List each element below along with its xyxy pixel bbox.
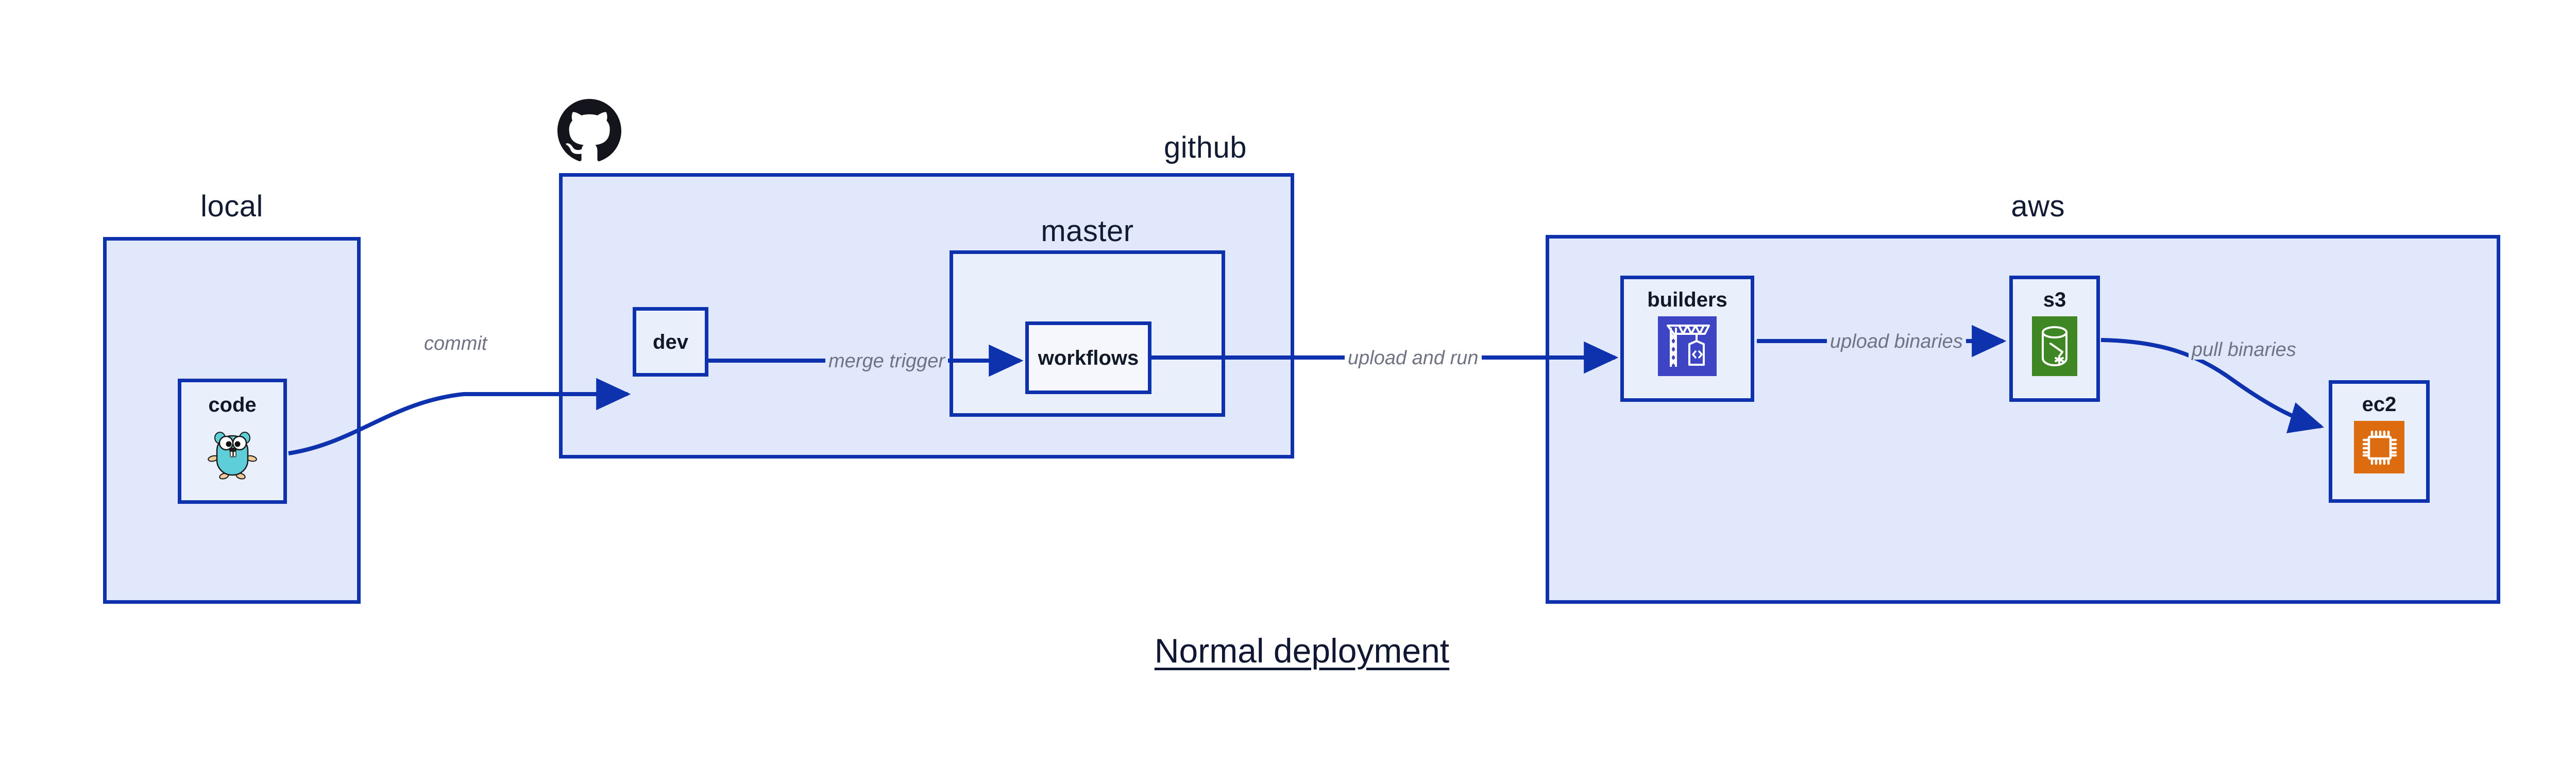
edge-label-commit: commit <box>421 334 490 353</box>
diagram-title: Normal deployment <box>1154 632 1450 670</box>
node-s3-label: s3 <box>2043 288 2066 311</box>
node-builders-label: builders <box>1647 288 1727 311</box>
aws-ec2-chip-icon <box>2354 421 2404 473</box>
node-ec2[interactable]: ec2 <box>2329 380 2430 503</box>
edge-label-merge-trigger: merge trigger <box>825 351 948 371</box>
aws-s3-bucket-icon <box>2032 316 2077 376</box>
node-code[interactable]: code <box>178 379 287 504</box>
node-dev[interactable]: dev <box>633 307 708 377</box>
node-workflows-label: workflows <box>1038 346 1139 369</box>
group-label-master: master <box>1041 214 1134 248</box>
group-label-github: github <box>1163 131 1247 164</box>
group-label-aws: aws <box>2011 190 2065 223</box>
node-dev-label: dev <box>653 330 688 353</box>
github-octocat-logo <box>557 99 621 163</box>
go-gopher-icon <box>208 423 257 480</box>
group-label-local: local <box>200 190 263 223</box>
node-builders[interactable]: builders <box>1620 276 1754 402</box>
aws-codebuild-icon <box>1658 316 1717 376</box>
node-workflows[interactable]: workflows <box>1025 321 1151 394</box>
edge-label-upload-and-run: upload and run <box>1345 348 1482 368</box>
node-s3[interactable]: s3 <box>2009 276 2100 402</box>
node-code-label: code <box>208 394 257 416</box>
node-ec2-label: ec2 <box>2362 393 2397 416</box>
edge-label-upload-binaries: upload binaries <box>1827 332 1966 351</box>
edge-label-pull-binaries: pull binaries <box>2189 340 2299 360</box>
